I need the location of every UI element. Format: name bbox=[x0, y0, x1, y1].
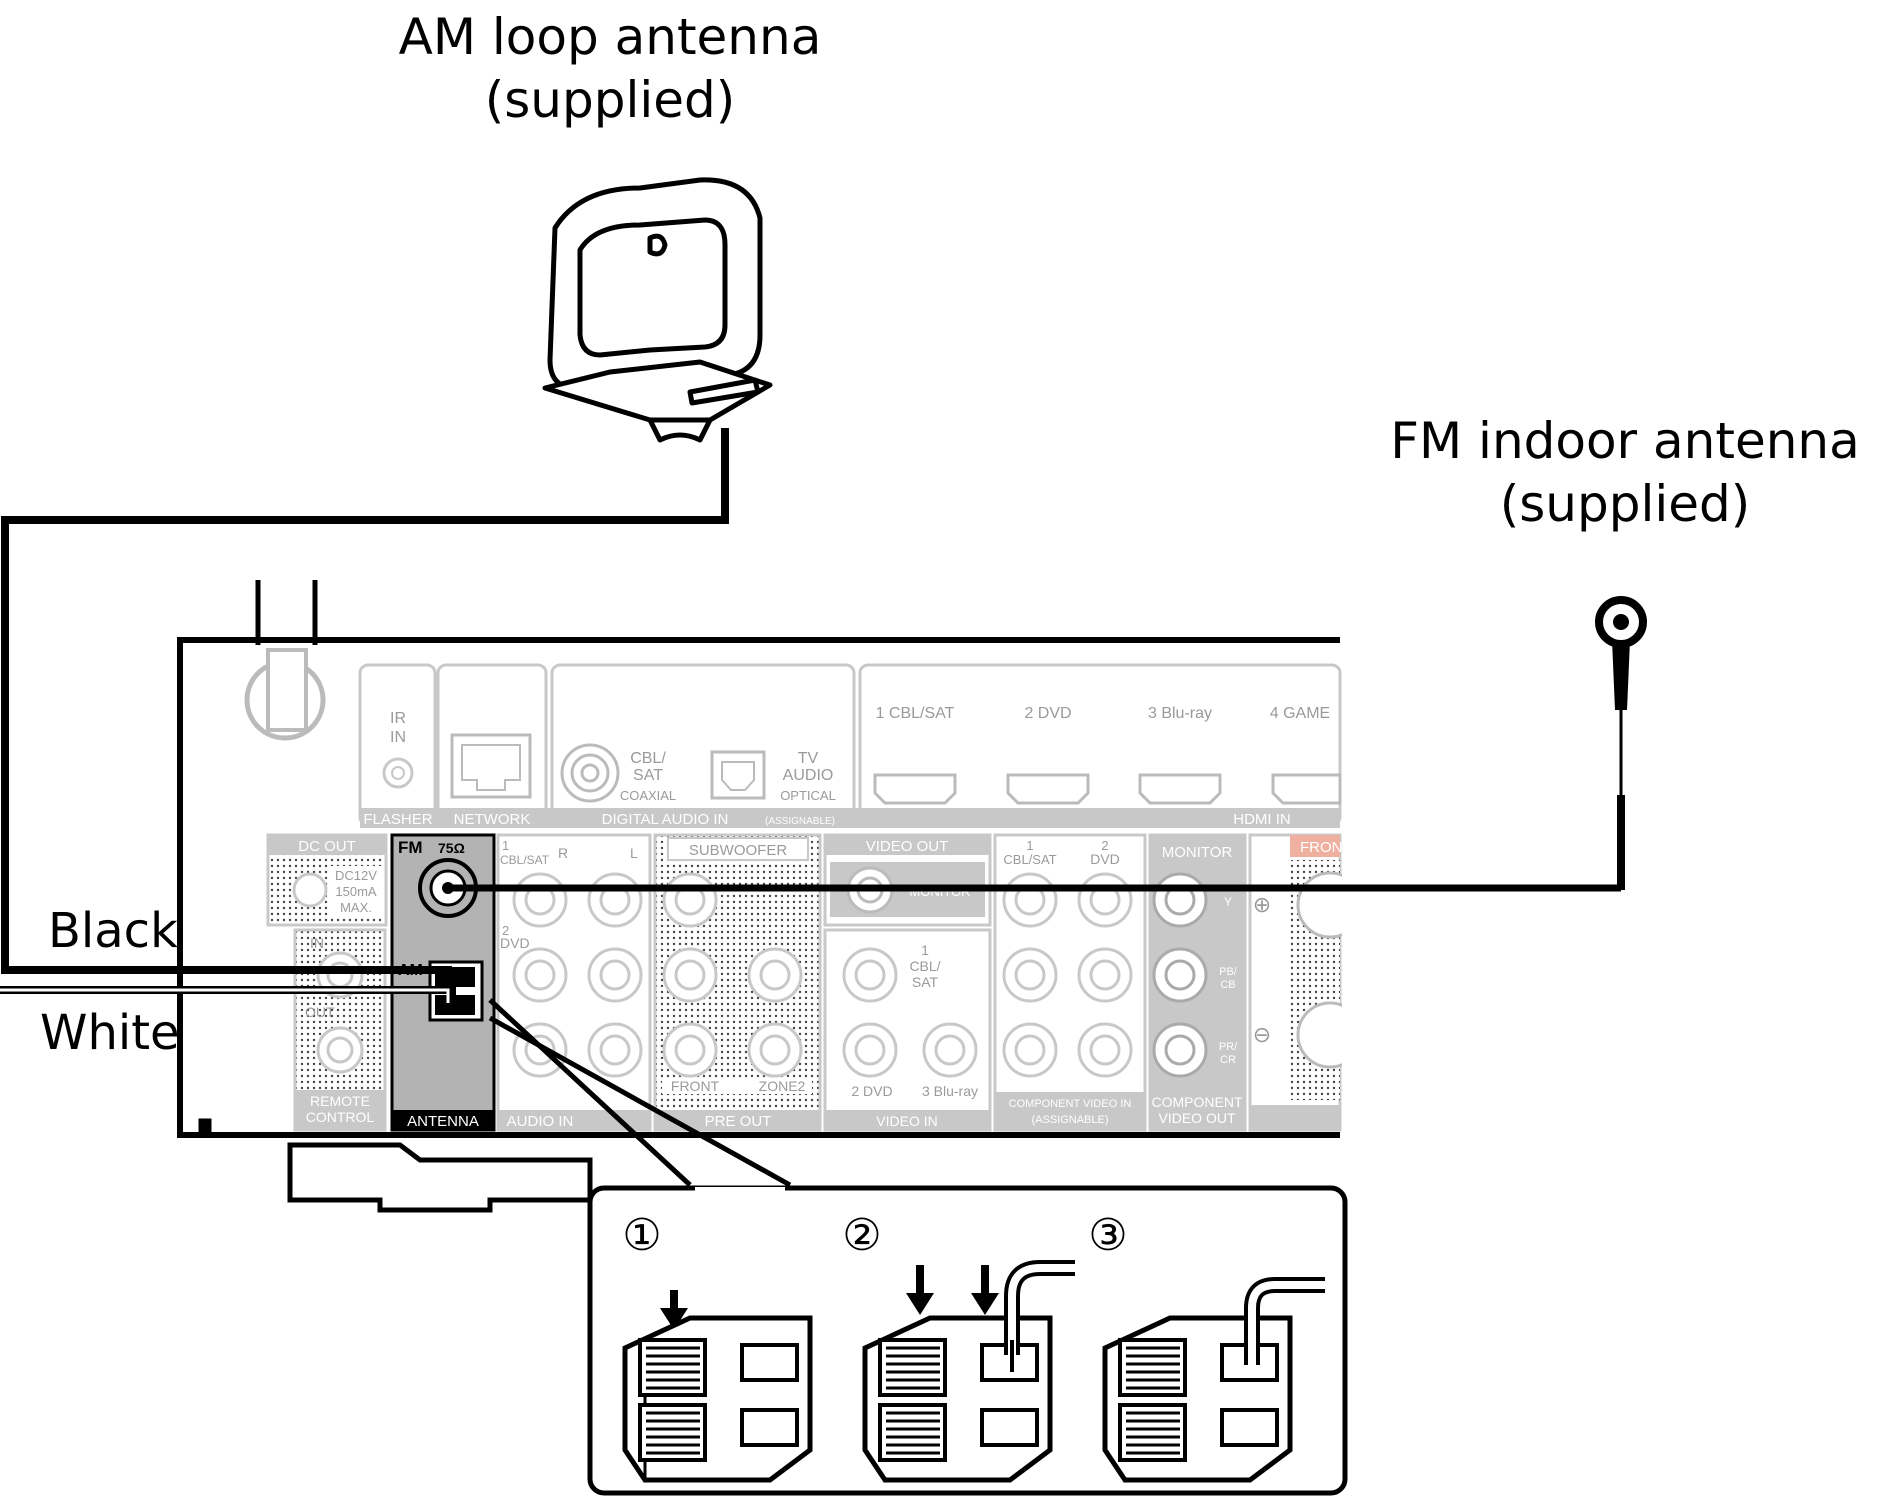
hdmi-inputs: 1 CBL/SAT 2 DVD 3 Blu-ray 4 GAME bbox=[873, 705, 1342, 805]
antenna-terminal-block: FM 75Ω AM ANTENNA bbox=[390, 833, 496, 1132]
svg-text:VIDEO IN: VIDEO IN bbox=[876, 1113, 937, 1129]
svg-text:CBL/SAT: CBL/SAT bbox=[1003, 852, 1056, 867]
svg-text:COMPONENT VIDEO IN: COMPONENT VIDEO IN bbox=[1009, 1098, 1132, 1110]
antenna-label: ANTENNA bbox=[407, 1113, 479, 1130]
wireless-antenna bbox=[244, 580, 326, 741]
svg-text:2: 2 bbox=[1101, 838, 1108, 853]
speaker-terminal-block: FRONT ⊕ ⊖ bbox=[1248, 833, 1364, 1132]
fm-antenna-subtitle: (supplied) bbox=[1499, 474, 1751, 533]
fm-antenna-label: FM indoor antenna (supplied) bbox=[1365, 410, 1885, 535]
ir-label: IR bbox=[390, 710, 406, 727]
svg-text:PRE OUT: PRE OUT bbox=[705, 1113, 772, 1130]
svg-text:Y: Y bbox=[1224, 895, 1232, 909]
terminal-step-3 bbox=[1102, 1277, 1325, 1483]
svg-text:75Ω: 75Ω bbox=[438, 840, 465, 856]
fm-indoor-antenna bbox=[448, 596, 1647, 892]
svg-text:TV: TV bbox=[798, 750, 819, 767]
fm-antenna-title: FM indoor antenna bbox=[1390, 412, 1860, 470]
digital-audio-in-label: DIGITAL AUDIO IN bbox=[602, 811, 729, 828]
svg-text:1: 1 bbox=[502, 838, 509, 853]
coaxial-jack bbox=[560, 743, 620, 803]
svg-text:OUT: OUT bbox=[305, 1004, 335, 1020]
svg-text:COMPONENT: COMPONENT bbox=[1152, 1094, 1243, 1110]
svg-text:CONTROL: CONTROL bbox=[306, 1109, 375, 1125]
svg-text:CR: CR bbox=[1220, 1054, 1236, 1066]
terminal-step-2 bbox=[862, 1260, 1075, 1483]
black-wire-label: Black bbox=[48, 903, 178, 959]
svg-text:2 DVD: 2 DVD bbox=[851, 1083, 892, 1099]
hdmi-label-3: 3 Blu-ray bbox=[1148, 705, 1212, 722]
dc-out-label: DC OUT bbox=[298, 838, 356, 855]
svg-text:SUBWOOFER: SUBWOOFER bbox=[689, 842, 788, 859]
svg-text:AUDIO IN: AUDIO IN bbox=[507, 1113, 574, 1130]
step-1: ① bbox=[622, 1210, 661, 1261]
svg-text:IN: IN bbox=[310, 935, 324, 951]
step-2: ② bbox=[842, 1210, 881, 1261]
svg-text:L: L bbox=[630, 845, 638, 861]
hdmi-in-label: HDMI IN bbox=[1233, 811, 1291, 828]
pre-out-block: SUBWOOFER FRONT ZONE2 PRE OUT bbox=[653, 833, 822, 1132]
svg-text:PR/: PR/ bbox=[1219, 1041, 1238, 1053]
am-loop-antenna bbox=[542, 177, 773, 443]
svg-text:FRONT: FRONT bbox=[1300, 839, 1352, 856]
fm-label: FM bbox=[398, 838, 423, 857]
svg-text:MONITOR: MONITOR bbox=[1162, 844, 1233, 861]
audio-in-block: 1 CBL/SAT R L 2 DVD AUDIO IN bbox=[496, 833, 652, 1132]
svg-text:DVD: DVD bbox=[500, 935, 530, 951]
svg-text:DVD: DVD bbox=[1090, 851, 1120, 867]
svg-text:SAT: SAT bbox=[633, 767, 663, 784]
svg-text:VIDEO OUT: VIDEO OUT bbox=[866, 838, 949, 855]
ir-label-2: IN bbox=[390, 729, 406, 746]
svg-text:1: 1 bbox=[1026, 838, 1033, 853]
component-video-in-block: 1 CBL/SAT 2 DVD COMPONENT VIDEO IN (ASSI… bbox=[993, 833, 1147, 1132]
svg-text:MAX.: MAX. bbox=[340, 900, 372, 915]
svg-text:CBL/SAT: CBL/SAT bbox=[500, 853, 550, 867]
video-block: VIDEO OUT MONITOR 1 CBL/ SAT 2 DVD 3 Blu… bbox=[823, 833, 992, 1132]
am-wire-black bbox=[1, 428, 729, 974]
step-3: ③ bbox=[1088, 1210, 1127, 1261]
white-wire-label: White bbox=[40, 1005, 180, 1061]
svg-text:OPTICAL: OPTICAL bbox=[780, 788, 836, 803]
svg-text:(ASSIGNABLE): (ASSIGNABLE) bbox=[1031, 1114, 1108, 1126]
svg-text:VIDEO OUT: VIDEO OUT bbox=[1158, 1110, 1235, 1126]
flasher-label: FLASHER bbox=[363, 811, 432, 828]
svg-text:SAT: SAT bbox=[912, 974, 939, 990]
receiver-rear-panel: IR IN CBL/ SAT COAXIAL TV AUDIO OPTI bbox=[177, 580, 1402, 1213]
svg-text:3 Blu-ray: 3 Blu-ray bbox=[922, 1083, 978, 1099]
svg-text:CB: CB bbox=[1220, 979, 1235, 991]
component-video-out-block: MONITOR Y PB/ CB PR/ CR COMPONENT VIDEO … bbox=[1148, 833, 1247, 1132]
am-antenna-title: AM loop antenna bbox=[398, 8, 822, 66]
svg-text:⊖: ⊖ bbox=[1253, 1022, 1271, 1047]
network-label: NETWORK bbox=[454, 811, 531, 828]
am-antenna-subtitle: (supplied) bbox=[484, 70, 736, 129]
svg-text:⊕: ⊕ bbox=[1253, 892, 1271, 917]
svg-text:PB/: PB/ bbox=[1219, 966, 1238, 978]
svg-text:FRONT: FRONT bbox=[671, 1078, 720, 1094]
am-antenna-label: AM loop antenna (supplied) bbox=[340, 6, 880, 131]
svg-text:COAXIAL: COAXIAL bbox=[620, 788, 676, 803]
svg-text:1: 1 bbox=[921, 942, 929, 958]
svg-text:DC12V: DC12V bbox=[335, 868, 377, 883]
svg-text:150mA: 150mA bbox=[335, 884, 377, 899]
hdmi-label-1: 1 CBL/SAT bbox=[876, 705, 955, 722]
hdmi-label-2: 2 DVD bbox=[1024, 705, 1071, 722]
svg-text:(ASSIGNABLE): (ASSIGNABLE) bbox=[765, 816, 835, 827]
svg-text:R: R bbox=[558, 845, 568, 861]
terminal-step-1 bbox=[622, 1290, 813, 1483]
svg-text:2: 2 bbox=[502, 923, 509, 938]
network-jack bbox=[450, 733, 532, 799]
step-indicators: ① ② ③ bbox=[622, 1210, 1127, 1261]
svg-text:ZONE2: ZONE2 bbox=[759, 1078, 806, 1094]
hdmi-label-4: 4 GAME bbox=[1270, 705, 1330, 722]
optical-jack bbox=[710, 750, 766, 800]
svg-text:CBL/: CBL/ bbox=[909, 958, 940, 974]
svg-text:REMOTE: REMOTE bbox=[310, 1093, 370, 1109]
svg-text:AUDIO: AUDIO bbox=[783, 767, 834, 784]
coax-label: CBL/ bbox=[630, 750, 666, 767]
